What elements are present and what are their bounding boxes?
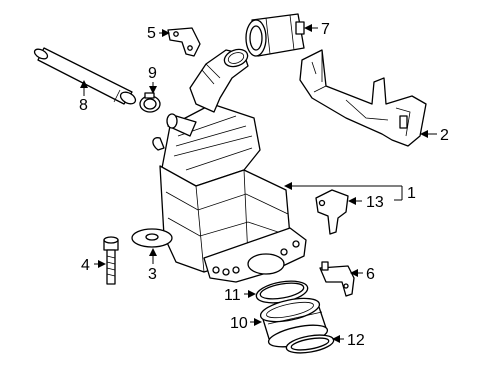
callout-label-9: 9 bbox=[148, 65, 157, 82]
part-2-mount-bracket bbox=[299, 49, 427, 147]
callout-label-7: 7 bbox=[321, 21, 330, 38]
callout-6: 6 bbox=[350, 266, 375, 283]
part-8-tube bbox=[33, 47, 137, 105]
part-7-coupler bbox=[245, 13, 305, 57]
callout-11: 11 bbox=[224, 287, 256, 304]
part-11-oring bbox=[255, 280, 309, 304]
callout-label-10: 10 bbox=[230, 315, 248, 332]
callout-label-2: 2 bbox=[440, 127, 449, 144]
part-12-seal bbox=[285, 334, 335, 354]
callout-label-11: 11 bbox=[224, 287, 241, 304]
part-10-sleeve bbox=[259, 297, 329, 348]
callout-12: 12 bbox=[332, 332, 365, 349]
callout-5: 5 bbox=[147, 25, 170, 42]
callout-label-8: 8 bbox=[79, 97, 88, 114]
callout-4: 4 bbox=[81, 257, 106, 274]
callout-label-3: 3 bbox=[148, 266, 157, 283]
part-4-bolt bbox=[103, 236, 119, 285]
callout-7: 7 bbox=[304, 21, 330, 38]
part-9-clamp bbox=[139, 92, 161, 113]
callout-label-4: 4 bbox=[81, 257, 90, 274]
callout-1: 1 bbox=[284, 182, 416, 202]
callout-9: 9 bbox=[148, 65, 157, 94]
callout-label-12: 12 bbox=[347, 332, 365, 349]
intercooler-assembly bbox=[152, 48, 307, 283]
part-5-bracket bbox=[167, 27, 201, 57]
part-3-washer bbox=[131, 228, 173, 248]
callout-10: 10 bbox=[230, 315, 262, 332]
callout-label-5: 5 bbox=[147, 25, 156, 42]
callout-13: 13 bbox=[348, 194, 384, 211]
callout-label-1: 1 bbox=[407, 185, 416, 202]
callout-label-13: 13 bbox=[366, 194, 384, 211]
callout-2: 2 bbox=[420, 127, 449, 144]
callout-3: 3 bbox=[148, 248, 157, 283]
part-13-sensor bbox=[315, 189, 349, 235]
callout-8: 8 bbox=[79, 80, 88, 114]
part-6-bracket bbox=[319, 261, 355, 297]
callout-label-6: 6 bbox=[366, 266, 375, 283]
